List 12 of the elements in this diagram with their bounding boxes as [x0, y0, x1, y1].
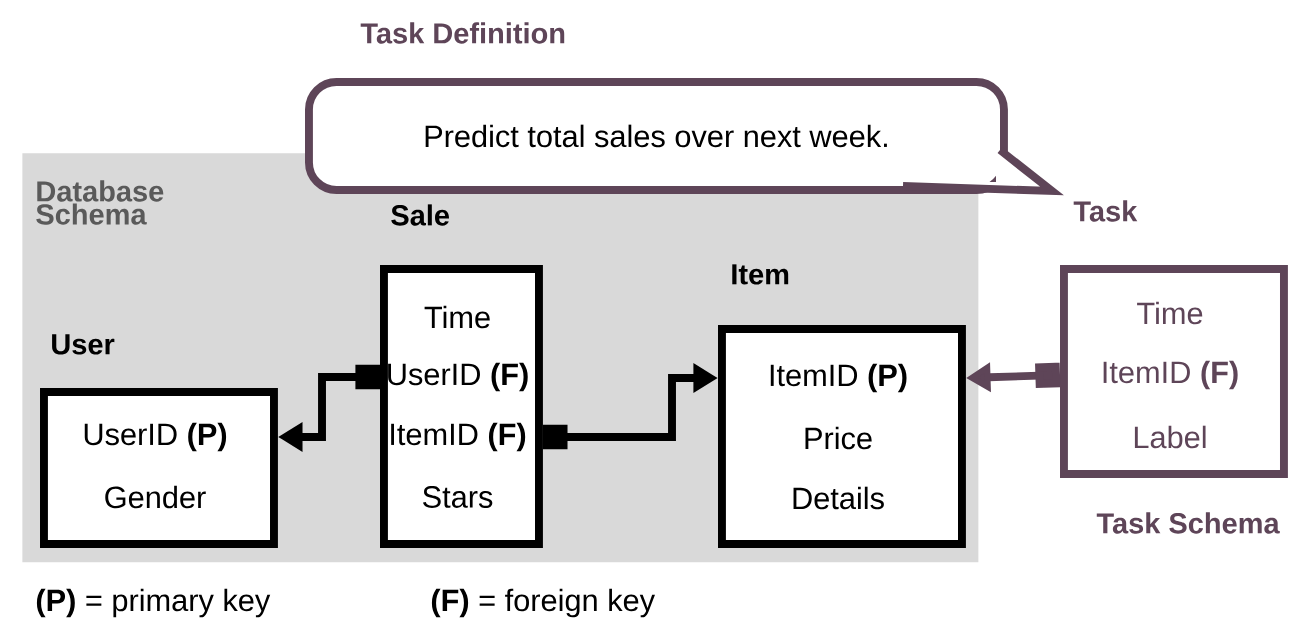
node-label: Sale — [391, 204, 450, 226]
node-label: Task — [1073, 200, 1138, 222]
key-note: (P) = primary key — [36, 588, 271, 618]
table-box: User UserID (P) Gender — [40, 334, 278, 548]
node-label: Task Definition — [360, 22, 565, 44]
node-label: Item — [732, 264, 789, 285]
table-box: Task Time ItemID (F) Label Task Schema — [1060, 200, 1288, 534]
table-box: Sale Time UserID (F) ItemID (F) Stars — [380, 204, 543, 548]
node-label: Task Schema — [1096, 512, 1280, 534]
node-label: User — [52, 334, 115, 355]
key-note: (F) = foreign key — [431, 588, 655, 618]
table-box: Item ItemID (P) Price Details — [718, 264, 966, 548]
